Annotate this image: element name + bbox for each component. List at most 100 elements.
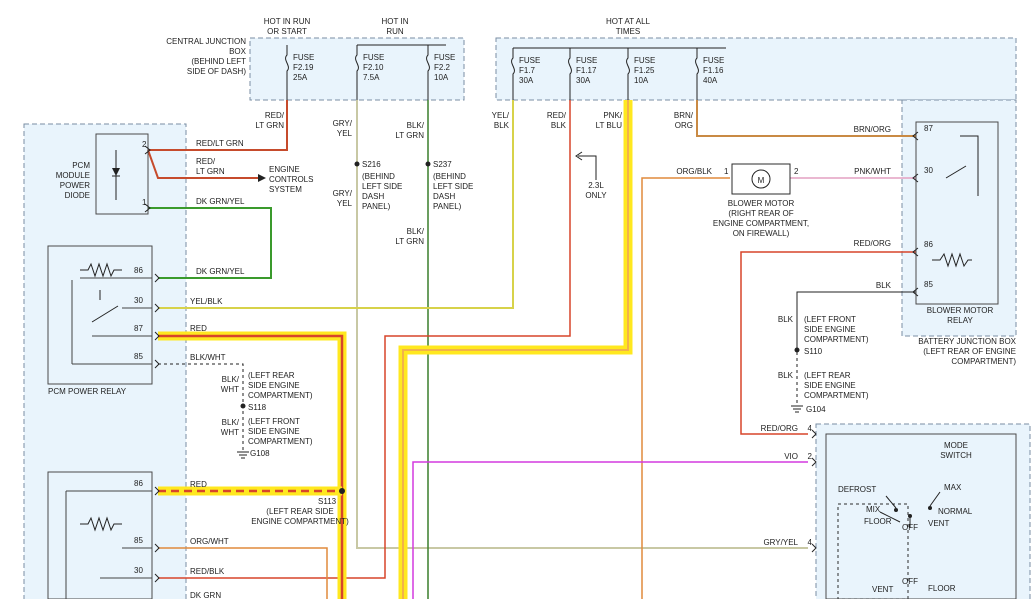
wire-red [158,334,344,599]
label-blk-g104-d2: SIDE ENGINE [804,381,856,390]
splices [237,151,803,494]
blower-relay-pin-86: 86 [924,240,933,249]
label-blk-wht-b-d3: COMPARTMENT) [248,437,313,446]
wire-red-lt-grn [148,100,288,151]
label-red-lower: RED [190,480,207,489]
label-blk-lt-grn-mid-2: LT GRN [395,237,424,246]
mode-switch: MODE SWITCH 4 2 4 DEFROST MAX MIX FLOOR … [808,424,1017,599]
label-red-lt-grn-c2: LT GRN [196,167,225,176]
label-brn-org-relay: BRN/ORG [854,125,891,134]
only-23l-arrow [578,155,597,180]
fuse-f1-16-l1: FUSE [703,56,724,65]
label-s216-d3: DASH [362,192,384,201]
label-gry-yel-top-2: YEL [337,129,353,138]
label-blk-s110-d1: (LEFT FRONT [804,315,856,324]
connector-diode-1 [144,203,151,213]
connector-switch-1 [811,543,817,553]
wire-blk-wht [158,363,244,452]
label-blk-wht-a-d3: COMPARTMENT) [248,391,313,400]
fuse-f2-19-l2: F2.19 [293,63,314,72]
fuse-f1-25-symbol [626,48,630,100]
cjb-label-3: (BEHIND LEFT [191,57,246,66]
blower-relay-pin-85: 85 [924,280,933,289]
pcm-relay-box [47,245,153,385]
mode-floor: FLOOR [864,517,892,526]
label-brn-org-top-1: BRN/ [674,111,694,120]
label-blk-g104-d1: (LEFT REAR [804,371,851,380]
label-red-lt-grn-a: RED/LT GRN [196,139,244,148]
label-s216-d2: LEFT SIDE [362,182,402,191]
fuse-f1-17-l2: F1.17 [576,66,597,75]
label-dk-grn-yel-1: DK GRN/YEL [196,197,245,206]
connector-lower-86 [154,486,160,496]
connector-switch-2 [811,457,817,467]
label-gry-yel-mid-2: YEL [337,199,353,208]
splice-s237 [425,161,431,167]
cjb-label-2: BOX [229,47,247,56]
label-red-org-relay: RED/ORG [854,239,891,248]
label-s237-d2: LEFT SIDE [433,182,473,191]
mode-defrost: DEFROST [838,485,876,494]
label-yel-blk-relay: YEL/BLK [190,297,223,306]
fuse-f1-25-l2: F1.25 [634,66,655,75]
mode-off-lower: OFF [902,577,918,586]
fuse-f2-19-l3: 25A [293,73,308,82]
lower-relay-pin-30: 30 [134,566,143,575]
wire-dk-grn-yel [148,207,272,279]
fuse-f2-19-symbol [285,45,289,100]
connector-relay-85 [154,359,160,369]
label-s113-d2: ENGINE COMPARTMENT) [251,517,349,526]
wire-red-lt-grn-branch [147,149,262,179]
label-g108: G108 [250,449,270,458]
cjb-label-4: SIDE OF DASH) [187,67,246,76]
label-yel-blk-top-2: BLK [494,121,510,130]
bjb-label-1: BATTERY JUNCTION BOX [918,337,1016,346]
connector-relay-87 [154,331,160,341]
fuse-f1-17-symbol [568,48,572,100]
fuse-f1-7-l3: 30A [519,76,534,85]
pcm-relay-pin-87: 87 [134,324,143,333]
pcm-relay-pin-85: 85 [134,352,143,361]
lower-relay-leads [65,490,152,599]
blower-relay-label-2: RELAY [947,316,973,325]
top-labels: HOT IN RUN OR START HOT IN RUN HOT AT AL… [166,17,650,76]
label-engine-controls-2: CONTROLS [269,175,313,184]
pcm-relay-label: PCM POWER RELAY [48,387,127,396]
fuse-f1-16-symbol [695,48,699,100]
connector-switch-4 [811,429,817,439]
blower-relay-coil [932,252,972,268]
label-s216: S216 [362,160,381,169]
fuse-f1-25-l3: 10A [634,76,649,85]
label-s110: S110 [804,347,823,356]
wire-red-org [740,251,916,435]
pcm-relay-area [23,123,187,599]
connector-chevrons [144,131,919,583]
diode-lead [112,150,120,200]
label-blk-s110: BLK [778,315,794,324]
wire-org-wht [158,547,328,599]
pcm-power-relay: 86 30 87 85 PCM POWER RELAY [47,245,153,396]
blower-relay-pin-87: 87 [924,124,933,133]
bjb-label-3: COMPARTMENT) [951,357,1016,366]
label-blk-wht-a-d1: (LEFT REAR [248,371,295,380]
mode-vent-lower: VENT [872,585,893,594]
lower-relay-pin-85: 85 [134,536,143,545]
battery-junction-box-fuse-area [495,37,1017,101]
fuse-f1-25-l1: FUSE [634,56,655,65]
connector-relay-86 [154,273,160,283]
splice-s118 [240,403,246,409]
wire-red-blk [158,100,571,579]
fuse-f1-7-symbol [511,48,515,100]
box-labels: BATTERY JUNCTION BOX (LEFT REAR OF ENGIN… [918,337,1016,366]
label-s113-d1: (LEFT REAR SIDE [266,507,333,516]
fuse-f1-17-l1: FUSE [576,56,597,65]
label-s237-d1: (BEHIND [433,172,466,181]
label-blk-wht-b1: BLK/ [222,418,240,427]
mode-switch-title-1: MODE [944,441,968,450]
fuse-f2-10-l2: F2.10 [363,63,384,72]
label-dk-grn-yel-2: DK GRN/YEL [196,267,245,276]
fuse-f1-17-l3: 30A [576,76,591,85]
wires [147,44,916,599]
label-s237-d4: PANEL) [433,202,462,211]
fuse-f1-7-l1: FUSE [519,56,540,65]
